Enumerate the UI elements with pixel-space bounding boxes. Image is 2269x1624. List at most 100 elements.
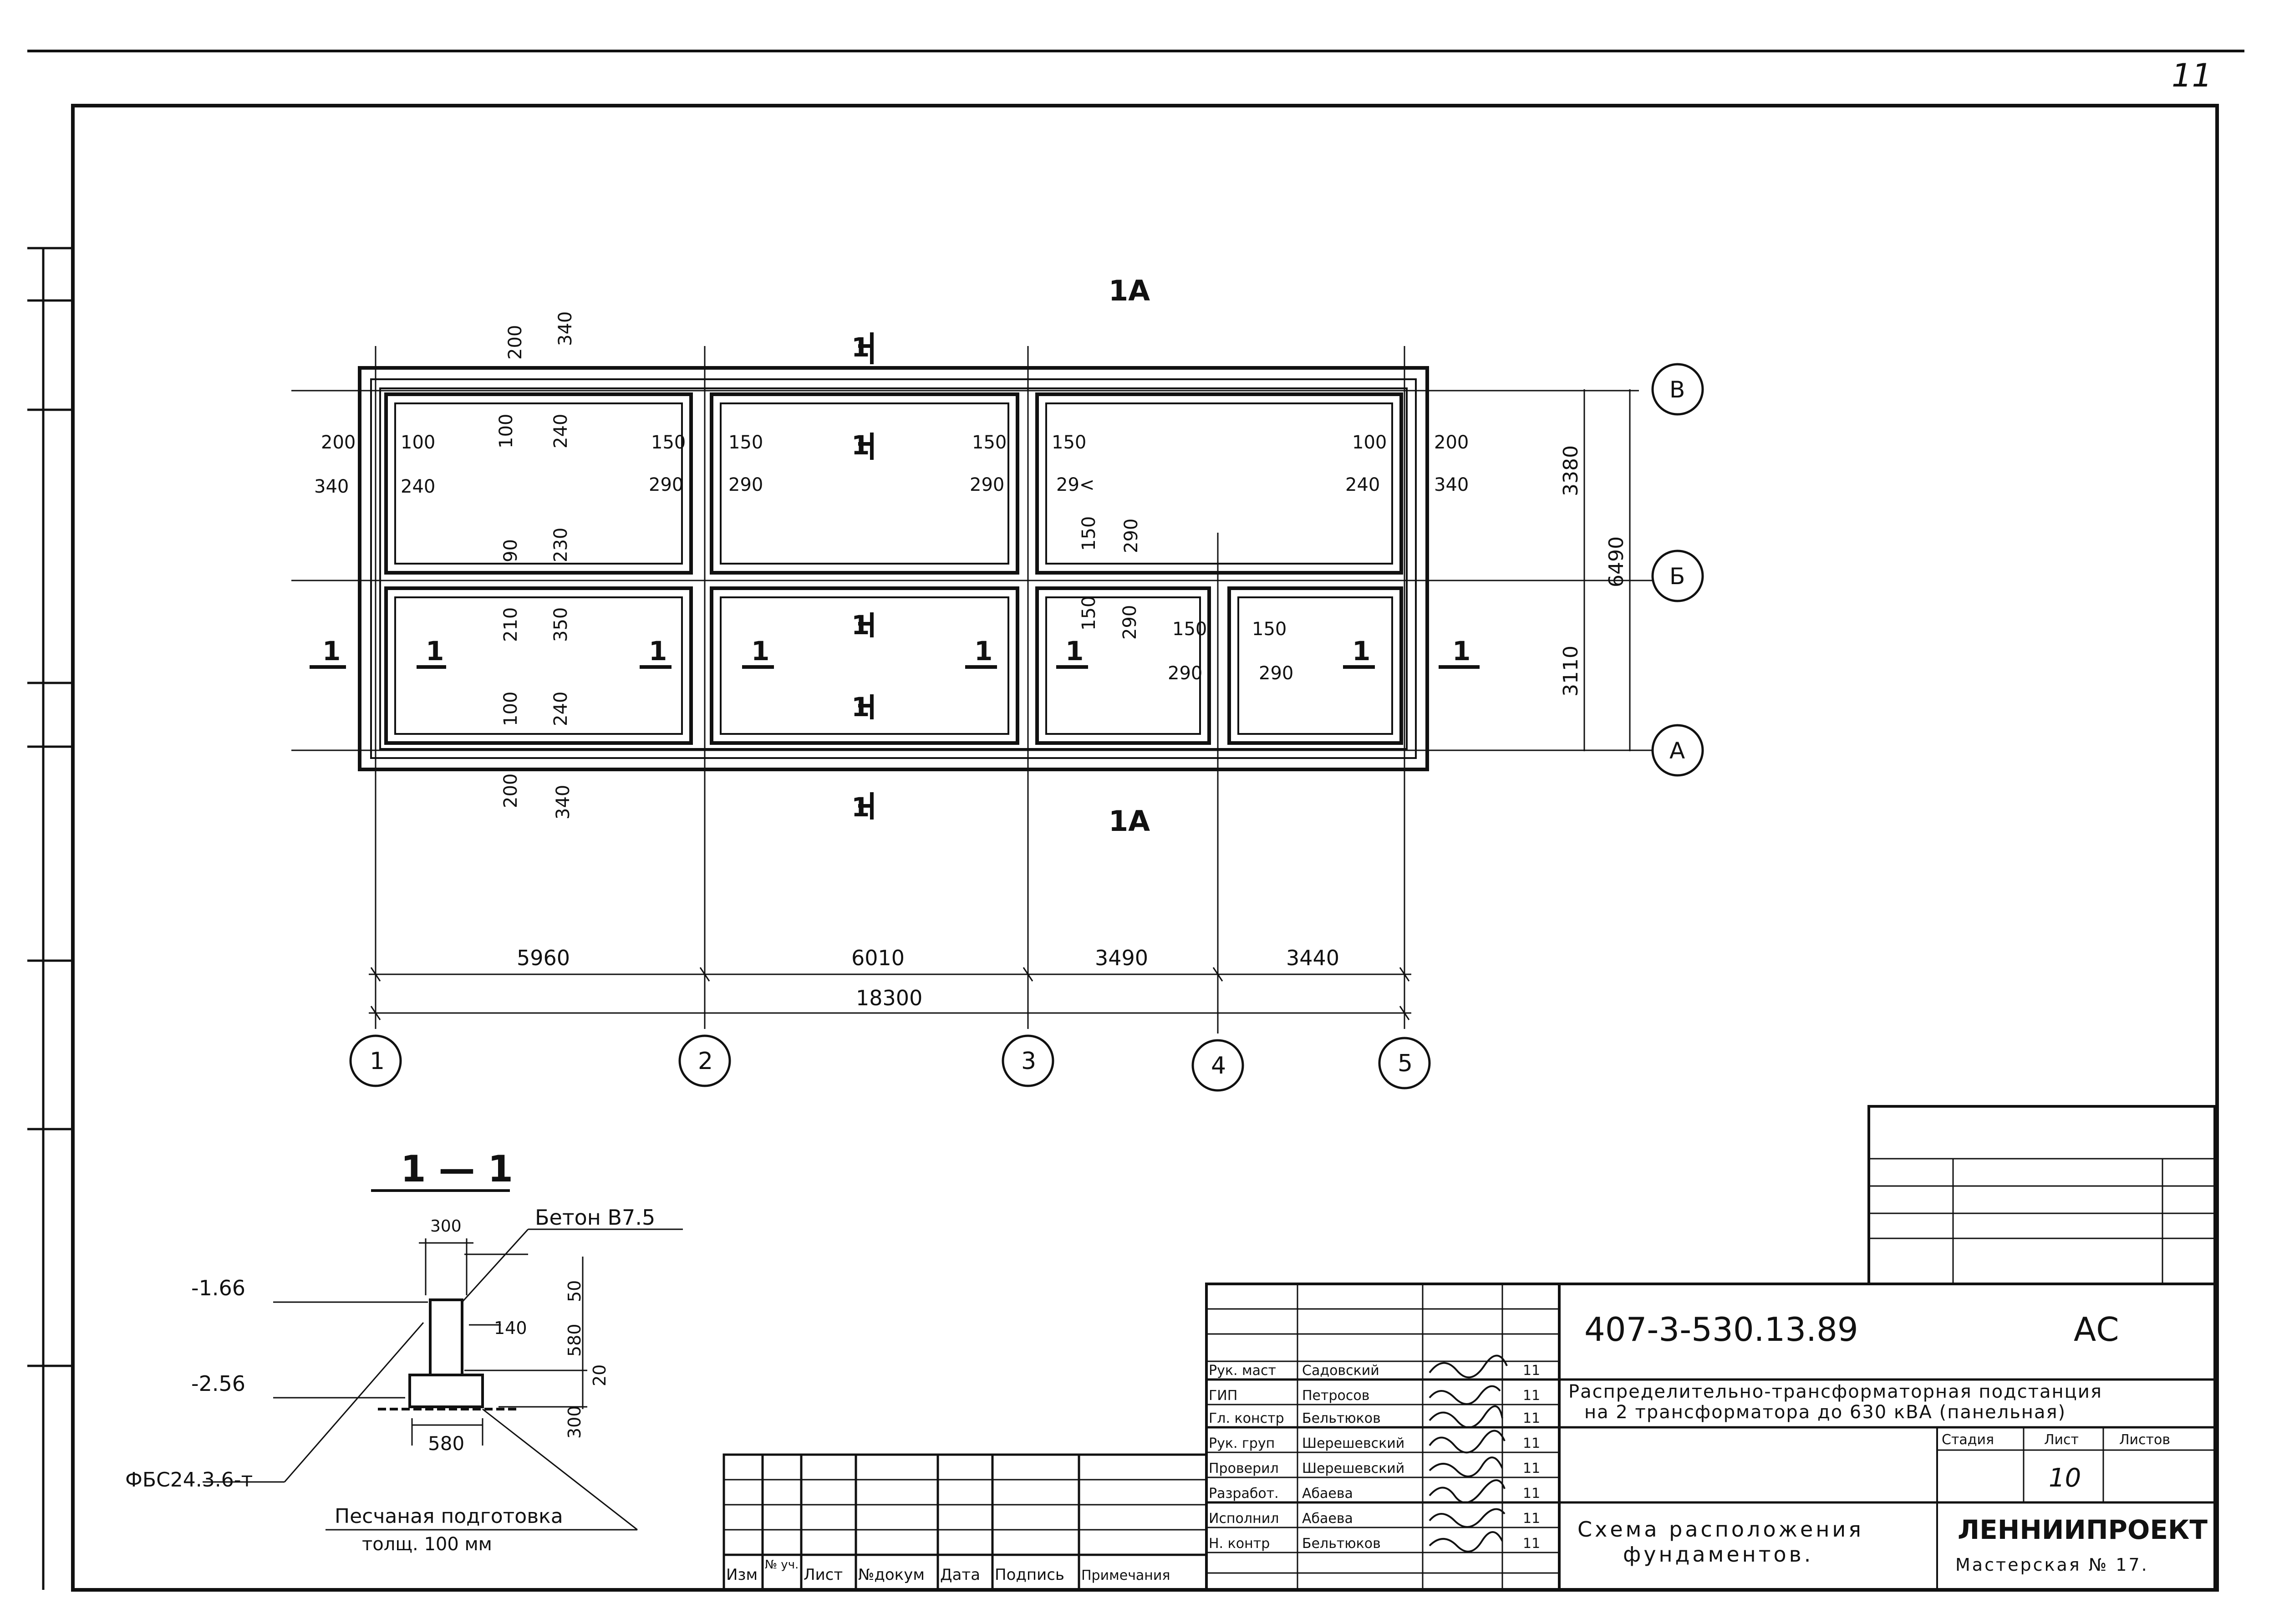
signature: [1429, 1430, 1506, 1454]
svg-text:Петросов: Петросов: [1302, 1388, 1369, 1404]
svg-text:240: 240: [550, 414, 571, 448]
svg-text:340: 340: [1434, 474, 1469, 495]
axis-bubble-v: [1651, 363, 1704, 416]
row-dimension-bottom: 3110: [1559, 646, 1582, 697]
svg-text:290: 290: [1119, 605, 1140, 640]
svg-text:11: 11: [1523, 1486, 1540, 1502]
svg-text:Рук. маст: Рук. маст: [1209, 1363, 1276, 1379]
axis-bubble-5: [1378, 1037, 1431, 1089]
section-label: 1: [1065, 636, 1084, 667]
footing-block: [408, 1374, 484, 1408]
section-label: 1: [851, 610, 870, 641]
elevation-view-label-top: 1А: [1109, 274, 1150, 307]
svg-text:2: 2: [698, 1048, 713, 1075]
overall-length: 18300: [856, 986, 922, 1010]
section-detail: 1 — 1 300 Бетон В7.5: [125, 1148, 683, 1555]
svg-text:3: 3: [1021, 1048, 1036, 1075]
svg-text:290: 290: [728, 474, 763, 495]
svg-text:А: А: [1669, 738, 1685, 764]
axis-bubble-3: [1002, 1034, 1054, 1087]
bay-bottom-3: [1035, 586, 1211, 745]
svg-text:Рук. груп: Рук. груп: [1209, 1436, 1275, 1451]
block-label: ФБС24.3.6-т: [125, 1468, 253, 1492]
svg-text:290: 290: [970, 474, 1004, 495]
svg-text:290: 290: [1259, 663, 1293, 684]
span-dimension-labels: 5960 6010 3490 3440 18300: [517, 946, 1339, 1010]
sheet-value: 10: [2049, 1463, 2081, 1493]
svg-text:Бельтюков: Бельтюков: [1302, 1410, 1381, 1426]
svg-text:Б: Б: [1669, 563, 1685, 590]
svg-text:№докум: №докум: [858, 1566, 925, 1584]
svg-text:11: 11: [1523, 1436, 1540, 1451]
sand-label: Песчаная подготовка: [335, 1505, 563, 1528]
section-width-base: 580: [428, 1432, 464, 1455]
axis-lines: [291, 346, 1653, 1033]
bay-bottom-4: [1227, 586, 1403, 745]
svg-text:11: 11: [1523, 1536, 1540, 1552]
svg-text:Абаева: Абаева: [1302, 1486, 1353, 1502]
workshop-name: Мастерская № 17.: [1955, 1555, 2149, 1575]
elevation-bottom: -2.56: [191, 1371, 245, 1396]
svg-text:Садовский: Садовский: [1302, 1363, 1379, 1379]
svg-text:Абаева: Абаева: [1302, 1511, 1353, 1527]
svg-text:200: 200: [500, 774, 521, 808]
svg-text:№ уч.: № уч.: [765, 1558, 799, 1572]
signature-scribbles: [1429, 1354, 1508, 1553]
binding-margin: [27, 247, 73, 1590]
svg-text:240: 240: [1345, 474, 1380, 495]
svg-text:11: 11: [1523, 1410, 1540, 1426]
dim-20: 20: [590, 1364, 610, 1386]
span-1-2: 5960: [517, 946, 570, 970]
svg-text:240: 240: [550, 692, 571, 726]
svg-text:150: 150: [1052, 432, 1086, 453]
wall-dimensions: 200 340 100 240 200 340 100 240 150 150 …: [314, 311, 1469, 820]
axis-bubble-b: [1651, 550, 1704, 602]
svg-text:100: 100: [401, 432, 435, 453]
section-width-top: 300: [430, 1217, 462, 1236]
svg-text:ГИП: ГИП: [1209, 1388, 1237, 1404]
drawing-name-line1: Схема расположения: [1577, 1517, 1864, 1542]
project-name-line1: Распределительно-трансформаторная подста…: [1568, 1381, 2102, 1402]
svg-text:200: 200: [505, 325, 526, 360]
svg-text:90: 90: [500, 539, 521, 562]
dim-50: 50: [565, 1280, 585, 1302]
section-label: 1: [1352, 636, 1370, 667]
svg-text:5: 5: [1398, 1050, 1413, 1077]
svg-text:Дата: Дата: [940, 1566, 980, 1584]
column-axis-markers: 1 2 3 4 5: [349, 1034, 1431, 1092]
responsibility-rows: Рук. маст Садовский 11 ГИП Петросов 11 Г…: [1209, 1363, 1540, 1552]
svg-text:Примечания: Примечания: [1081, 1568, 1170, 1583]
svg-text:Шерешевский: Шерешевский: [1302, 1461, 1404, 1476]
svg-text:Подпись: Подпись: [995, 1566, 1064, 1584]
svg-text:150: 150: [728, 432, 763, 453]
section-label: 1: [974, 636, 992, 667]
svg-text:290: 290: [1121, 519, 1142, 553]
document-mark: АС: [2074, 1310, 2119, 1349]
svg-text:150: 150: [1252, 619, 1287, 640]
row-axis-markers: В Б А: [1651, 363, 1704, 777]
svg-text:200: 200: [1434, 432, 1469, 453]
svg-text:Шерешевский: Шерешевский: [1302, 1436, 1404, 1451]
title-block-text: 407-3-530.13.89 АС Распределительно-тран…: [1209, 1310, 2208, 1575]
drawing-frame: [71, 104, 2219, 1592]
axis-bubble-1: [349, 1034, 402, 1087]
row-dimension-lines: [1573, 389, 1639, 751]
svg-text:200: 200: [321, 432, 356, 453]
svg-text:11: 11: [1523, 1388, 1540, 1404]
svg-text:150: 150: [972, 432, 1007, 453]
signature: [1429, 1508, 1506, 1528]
sheets-header: Листов: [2119, 1432, 2170, 1448]
bay-bottom-2: [710, 586, 1019, 745]
sheet-header: Лист: [2044, 1432, 2079, 1448]
section-label: 1: [649, 636, 667, 667]
span-4-5: 3440: [1286, 946, 1339, 970]
svg-text:29<: 29<: [1056, 474, 1094, 495]
svg-text:150: 150: [651, 432, 686, 453]
axis-bubble-4: [1191, 1039, 1244, 1092]
section-label: 1: [851, 692, 870, 723]
svg-text:11: 11: [1523, 1363, 1540, 1379]
svg-text:100: 100: [1352, 432, 1387, 453]
sand-thickness: толщ. 100 мм: [362, 1534, 492, 1555]
title-block: [1205, 1105, 2216, 1591]
svg-text:290: 290: [1168, 663, 1202, 684]
